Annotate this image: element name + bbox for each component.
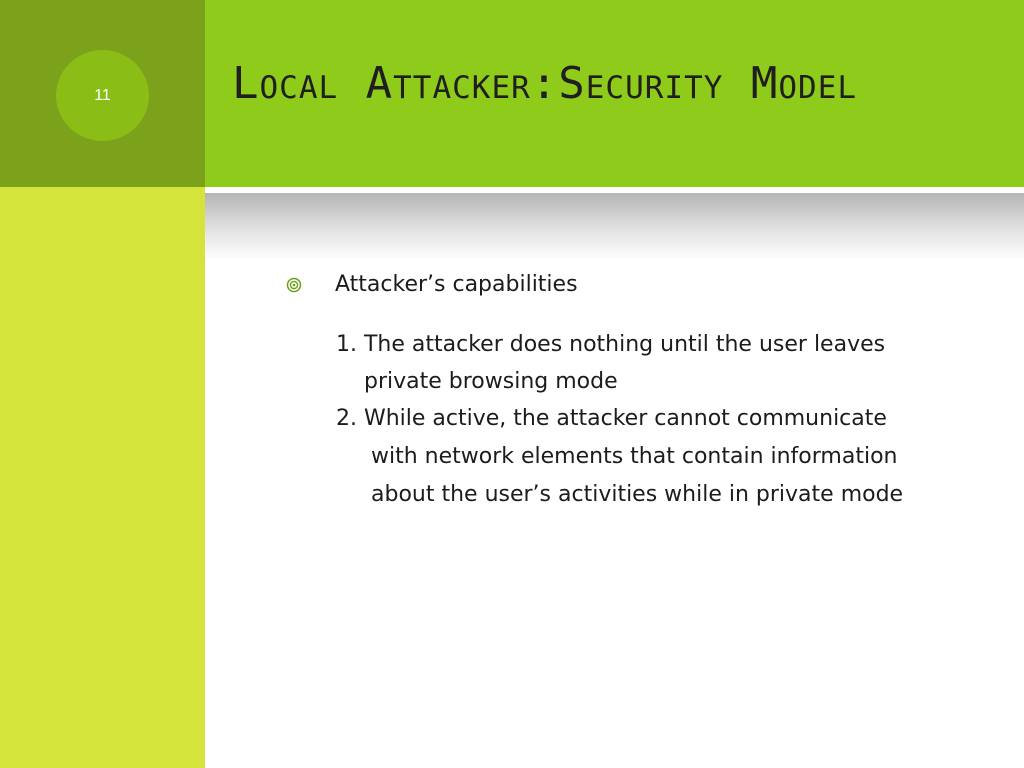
title-band bbox=[205, 0, 1024, 187]
slide-number: 11 bbox=[94, 86, 111, 104]
title-divider bbox=[205, 187, 1024, 193]
slide-number-badge: 11 bbox=[56, 50, 149, 141]
bullet-text: Attacker’s capabilities bbox=[335, 272, 578, 297]
list-item-1-line-1: 1. The attacker does nothing until the u… bbox=[336, 332, 886, 357]
title-shadow bbox=[205, 193, 1024, 261]
list-item-1-line-2: private browsing mode bbox=[364, 369, 618, 394]
list-item-2-line-1: 2. While active, the attacker cannot com… bbox=[336, 406, 887, 431]
list-item-2-line-3: about the user’s activities while in pri… bbox=[371, 482, 904, 507]
bullet-item: Attacker’s capabilities bbox=[286, 266, 578, 303]
list-item-2-line-2: with network elements that contain infor… bbox=[371, 444, 898, 469]
circle-bullet-icon bbox=[286, 277, 302, 292]
slide-title: Local Attacker:Security Model bbox=[232, 58, 858, 109]
